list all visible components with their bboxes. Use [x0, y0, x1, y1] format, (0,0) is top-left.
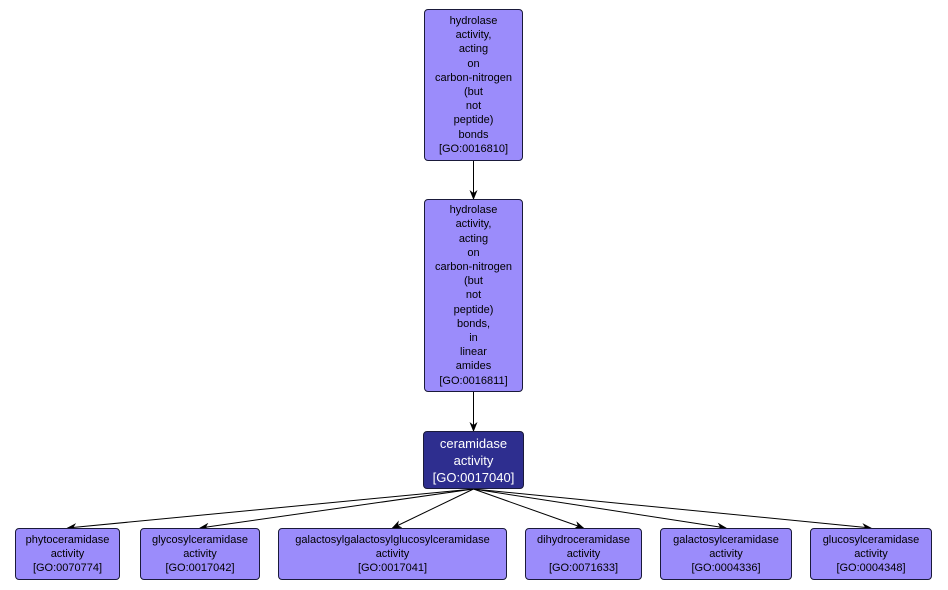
node-label-line: activity	[566, 547, 601, 560]
node-label-line: (but	[464, 86, 483, 98]
node-label-line: not	[465, 289, 482, 302]
edge-n17040-to-n04336	[473, 488, 727, 531]
node-label-line: phytoceramidase	[25, 533, 110, 546]
edge-n17040-to-n71633	[473, 488, 585, 529]
edge-n17040-to-n17042	[199, 488, 474, 531]
node-label-line: acting	[458, 43, 489, 56]
node-label-line: [GO:0004348]	[836, 562, 906, 575]
node-label-line: [GO:0004336]	[691, 562, 761, 575]
node-label-line: galactosylceramidase	[673, 533, 779, 546]
node-label-line: bonds,	[456, 317, 491, 330]
node-label-line: galactosylgalactosylglucosylceramidase	[295, 533, 490, 546]
edge-n17040-to-n17041	[391, 488, 474, 529]
node-label-line: on	[467, 246, 480, 259]
node-label-line: hydrolase	[449, 14, 498, 27]
node-label-line: activity	[453, 452, 494, 468]
node-label-line: [GO:0017040]	[432, 469, 515, 485]
node-label-line: dihydroceramidase	[537, 533, 630, 546]
node-label-line: [GO:0071633]	[548, 562, 619, 575]
node-label-line: carbon-nitrogen	[434, 71, 513, 84]
node-label-line: activity,	[455, 29, 492, 42]
node-label-line: not	[465, 100, 482, 113]
node-label-line: activity	[709, 547, 743, 560]
node-label-line: [GO:0017042]	[165, 562, 235, 575]
node-label-line: activity	[183, 547, 217, 560]
node-label-line: hydrolase	[449, 204, 498, 217]
node-label-line: activity	[375, 547, 410, 560]
node-label-line: amides	[455, 360, 492, 373]
node-label-line: peptide)	[453, 114, 494, 127]
node-label-line: (but	[464, 275, 483, 288]
node-label-line: [GO:0070774]	[32, 562, 103, 575]
node-label-line: activity,	[455, 218, 492, 231]
node-label-line: glucosylceramidase	[822, 533, 920, 546]
node-label-line: peptide)	[453, 303, 494, 316]
node-label-line: on	[467, 57, 480, 70]
node-label-line: bonds	[458, 128, 489, 141]
node-label-line: acting	[458, 232, 489, 245]
node-label-line: in	[469, 332, 478, 344]
edge-n17040-to-n04348	[473, 488, 872, 532]
node-label-line: activity	[854, 547, 888, 560]
edge-n17040-to-n70774	[66, 488, 474, 532]
node-label-line: [GO:0017041]	[357, 562, 428, 575]
node-label-line: carbon-nitrogen	[434, 260, 513, 273]
node-label-line: linear	[460, 346, 487, 359]
node-label-line: glycosylceramidase	[152, 533, 248, 546]
node-label-line: [GO:0016810]	[438, 142, 509, 155]
node-label-line: activity	[50, 547, 85, 560]
node-label-line: ceramidase	[439, 435, 508, 451]
node-label-line: [GO:0016811]	[439, 374, 508, 387]
